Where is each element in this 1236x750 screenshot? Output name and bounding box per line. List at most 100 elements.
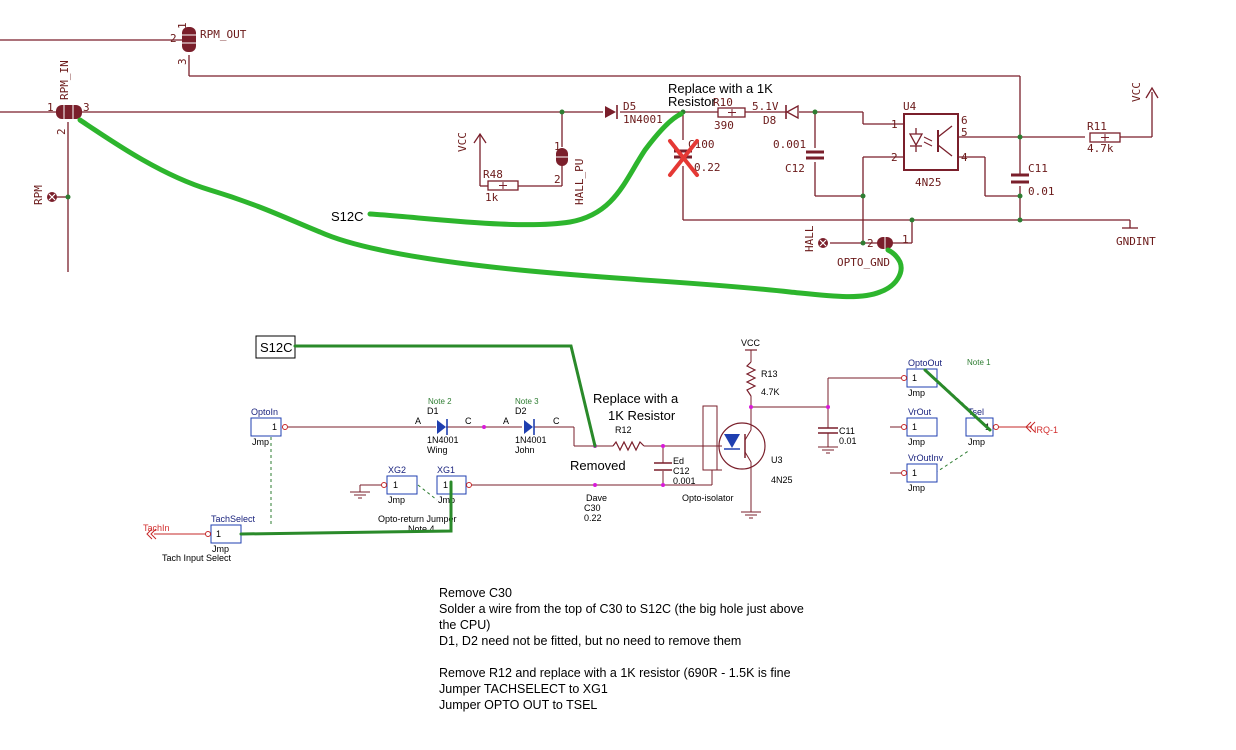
rpm-in-pin1: 1 — [47, 101, 54, 114]
note4-label: Note 4 — [408, 524, 435, 534]
rpm-in-label: RPM_IN — [58, 60, 71, 100]
xg2-type: Jmp — [388, 495, 405, 505]
c11-top-name: C11 — [1028, 162, 1048, 175]
vcc-bottom-label: VCC — [741, 338, 761, 348]
u4-value: 4N25 — [915, 176, 942, 189]
optoin-name: OptoIn — [251, 407, 278, 417]
c11-bottom-capacitor: C11 0.01 — [818, 426, 857, 446]
u3-value: 4N25 — [771, 475, 793, 485]
d2-value: 1N4001 — [515, 435, 547, 445]
instruction-line: Remove R12 and replace with a 1K resisto… — [439, 666, 791, 680]
xg2-pin: 1 — [393, 480, 398, 490]
opto-gnd-label: OPTO_GND — [837, 256, 890, 269]
d1-sub: Wing — [427, 445, 448, 455]
rpm-out-label: RPM_OUT — [200, 28, 247, 41]
d5-diode: D5 1N4001 — [605, 100, 663, 126]
u4-pin4: 4 — [961, 151, 968, 164]
ground-symbols — [350, 446, 838, 519]
xg2-name: XG2 — [388, 465, 406, 475]
r11-name: R11 — [1087, 120, 1107, 133]
remove-cross-mark — [668, 139, 699, 177]
note1-label: Note 1 — [967, 358, 991, 367]
vcc-bottom-symbol: VCC — [741, 338, 761, 351]
s12c-box-label: S12C — [260, 340, 293, 355]
xg1-name: XG1 — [437, 465, 455, 475]
c30-capacitor: Dave C30 0.22 — [584, 493, 607, 523]
optoout-pin: 1 — [912, 373, 917, 383]
optoout-name: OptoOut — [908, 358, 943, 368]
u4-pin6: 6 — [961, 114, 968, 127]
r12-resistor: R12 — [612, 425, 645, 452]
d1-name: D1 — [427, 406, 439, 416]
opto-return-label: Opto-return Jumper — [378, 514, 457, 524]
d2-name: D2 — [515, 406, 527, 416]
d1-note: Note 2 — [428, 397, 452, 406]
bottom-replace-note-line2: 1K Resistor — [608, 408, 676, 423]
instruction-line — [439, 649, 859, 665]
r11-resistor: R11 4.7k — [1087, 120, 1121, 155]
u3-name: U3 — [771, 455, 783, 465]
rpm-out-pin3: 3 — [176, 58, 189, 65]
u4-pin5: 5 — [961, 126, 968, 139]
top-replace-note-line2: Resistor — [668, 94, 716, 109]
optoin-jumper: OptoIn 1 Jmp — [250, 407, 288, 447]
tsel-name: Tsel — [968, 407, 984, 417]
c11-bottom-value: 0.01 — [839, 436, 857, 446]
vcc-right-symbol: VCC — [1130, 82, 1159, 102]
r48-value: 1k — [485, 191, 499, 204]
instruction-line: D1, D2 need not be fitted, but no need t… — [439, 634, 742, 648]
opto-gnd-pin1: 1 — [902, 233, 909, 246]
hall-label: HALL — [803, 225, 816, 252]
rpm-in-connector: RPM_IN 1 3 2 — [47, 60, 90, 135]
d2-diode: Note 3 D2 A C 1N4001 John — [503, 397, 560, 455]
vcc-right-label: VCC — [1130, 82, 1143, 102]
vrout-type: Jmp — [908, 437, 925, 447]
c12-bottom-capacitor: Ed C12 0.001 — [654, 456, 696, 486]
vroutinv-type: Jmp — [908, 483, 925, 493]
vrout-name: VrOut — [908, 407, 932, 417]
instruction-line: the CPU) — [439, 618, 491, 632]
instruction-line: Remove C30 — [439, 586, 512, 600]
u4-optocoupler: U4 4N25 1 2 4 5 6 — [891, 100, 968, 189]
c11-top-capacitor: C11 0.01 — [1011, 162, 1055, 198]
d8-zener: 5.1V D8 — [752, 100, 799, 127]
d1-anode: A — [415, 416, 421, 426]
instruction-line: Solder a wire from the top of C30 to S12… — [439, 602, 804, 616]
vcc-left-symbol: VCC — [456, 132, 487, 152]
d5-value: 1N4001 — [623, 113, 663, 126]
vcc-left-label: VCC — [456, 132, 469, 152]
junction-dots-bottom — [482, 405, 830, 487]
vrout-jumper: VrOut 1 Jmp — [901, 407, 938, 447]
gndint-label: GNDINT — [1116, 235, 1156, 248]
r13-value: 4.7K — [761, 387, 780, 397]
instructions-block: Remove C30 Solder a wire from the top of… — [439, 585, 859, 713]
tachselect-jumper: TachSelect 1 Jmp Tach Input Select — [162, 514, 256, 563]
r13-name: R13 — [761, 369, 778, 379]
r10-value: 390 — [714, 119, 734, 132]
hall-pu-pin2: 2 — [554, 173, 561, 186]
d2-sub: John — [515, 445, 535, 455]
c12-bottom-name: C12 — [673, 466, 690, 476]
tach-input-select-label: Tach Input Select — [162, 553, 232, 563]
r10-resistor: R10 390 — [713, 96, 746, 132]
xg1-jumper: XG1 1 Jmp — [436, 465, 472, 505]
r10-name: R10 — [713, 96, 733, 109]
green-mod-wires-bottom — [239, 344, 992, 536]
c12-bottom-sub: Ed — [673, 456, 684, 466]
tachselect-pin: 1 — [216, 529, 221, 539]
rpm-testpoint: RPM — [32, 185, 57, 205]
rpm-out-connector: RPM_OUT 2 1 3 — [170, 22, 247, 65]
d8-name: D8 — [763, 114, 776, 127]
d5-name: D5 — [623, 100, 636, 113]
xg1-pin: 1 — [443, 480, 448, 490]
tachselect-name: TachSelect — [211, 514, 256, 524]
bottom-replace-note-line1: Replace with a — [593, 391, 679, 406]
c30-value: 0.22 — [584, 513, 602, 523]
rpm-in-pin2: 2 — [55, 128, 68, 135]
tachin-port: TachIn — [143, 523, 206, 540]
rpm-label: RPM — [32, 185, 45, 205]
c100-value: 0.22 — [694, 161, 721, 174]
top-replace-note-line1: Replace with a 1K — [668, 81, 773, 96]
rpm-out-pin2: 2 — [170, 32, 177, 45]
